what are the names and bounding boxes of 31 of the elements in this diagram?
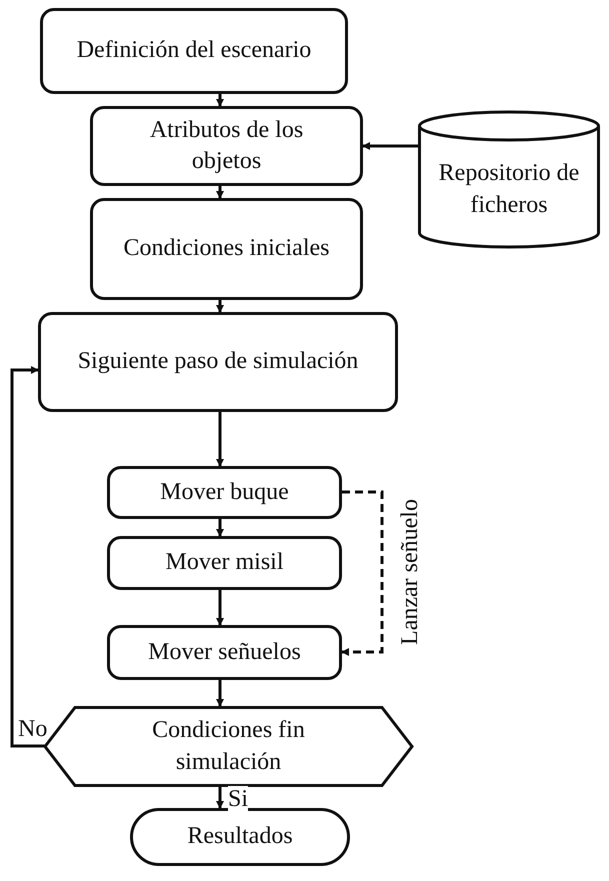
arrow: [216, 787, 224, 809]
process-box: [107, 536, 342, 590]
database-cylinder: [418, 112, 600, 247]
node-label: Mover misil: [166, 548, 284, 578]
arrow: [216, 519, 224, 537]
arrow: [216, 680, 224, 707]
node-label: Mover buque: [160, 478, 289, 507]
arrow: [10, 366, 45, 748]
node-label: Condiciones fin simulación: [151, 716, 306, 776]
node-label: Condiciones iniciales: [124, 234, 330, 264]
decision-hexagon: [45, 706, 412, 787]
node-label: Repositorio de ficheros: [438, 159, 580, 220]
arrow: [216, 186, 224, 199]
process-box: [40, 8, 348, 94]
process-box: [107, 625, 342, 680]
process-box: [90, 198, 363, 300]
arrow: [216, 94, 224, 107]
node-label: Atributos de los objetos: [148, 116, 304, 176]
process-box: [38, 312, 398, 412]
arrow: [216, 300, 224, 313]
node-label: Mover señuelos: [148, 638, 301, 667]
process-box: [90, 106, 363, 186]
dashed-arrow: [341, 490, 384, 656]
arrow: [362, 142, 418, 150]
process-box: [107, 466, 342, 519]
edge-label: Si: [228, 786, 248, 812]
arrow: [216, 412, 224, 467]
node-label: Resultados: [187, 822, 293, 852]
node-label: Definición del escenario: [76, 36, 312, 66]
arrow: [216, 590, 224, 626]
node-label: Siguiente paso de simulación: [78, 347, 358, 376]
